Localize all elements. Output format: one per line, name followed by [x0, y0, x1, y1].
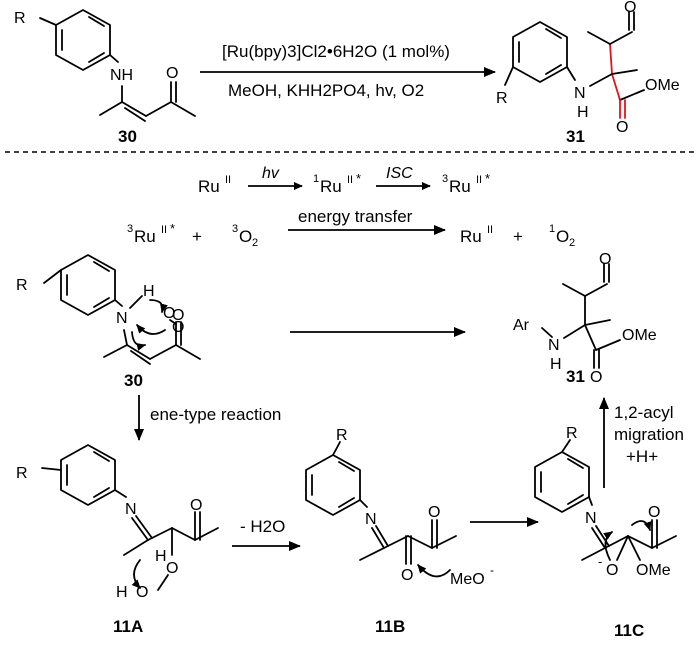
isc-label: ISC	[386, 165, 413, 182]
svg-text:O: O	[428, 504, 440, 521]
n-label-11c: N	[585, 510, 597, 527]
svg-text:O: O	[401, 567, 413, 584]
r-label-11c: R	[566, 425, 578, 442]
svg-text:2: 2	[252, 237, 258, 249]
acyl-line2: migration	[614, 425, 684, 444]
h-label-product: H	[577, 104, 589, 121]
svg-text:II: II	[487, 224, 493, 236]
svg-text:+: +	[192, 227, 202, 246]
svg-text:II: II	[347, 174, 353, 186]
ru-singlet: Ru	[320, 177, 342, 196]
r-label: R	[14, 10, 26, 27]
h-label-11a: H	[155, 548, 167, 565]
ome-label-31b: OMe	[622, 327, 657, 344]
photophysics-row1: Ru II hv 1 Ru II * ISC 3 Ru II *	[198, 165, 490, 196]
o-ester-product: O	[616, 119, 628, 136]
svg-text:3: 3	[442, 173, 448, 185]
svg-text:II: II	[161, 224, 167, 236]
svg-text:*: *	[170, 221, 175, 236]
svg-text:O: O	[590, 369, 602, 386]
ene-label: ene-type reaction	[150, 405, 281, 424]
compound-11c-label: 11C	[614, 621, 644, 640]
nh-label: NH	[110, 67, 133, 84]
svg-text:*: *	[485, 171, 490, 186]
minus-h2o-label: - H2O	[240, 517, 285, 536]
n-label-11b: N	[365, 511, 377, 528]
ome-label-11c: OMe	[636, 562, 671, 579]
svg-text:O: O	[166, 560, 178, 577]
svg-text:O: O	[190, 497, 202, 514]
svg-text:O: O	[648, 504, 660, 521]
acyl-line1: 1,2-acyl	[614, 403, 674, 422]
acyl-line3: +H+	[626, 447, 658, 466]
product-31-top: R N H O OMe O 31	[496, 0, 680, 146]
ar-label: Ar	[513, 317, 530, 334]
h-label-31b: H	[550, 356, 562, 373]
substrate-30-top: R NH O 30	[14, 9, 196, 146]
compound-31-label: 31	[566, 127, 585, 146]
triplet-oxygen: O	[239, 227, 252, 246]
ru-ground-2: Ru	[460, 227, 482, 246]
r-label-product: R	[496, 90, 508, 107]
intermediate-11a: R N O H O O H 11A	[16, 444, 219, 636]
svg-text:*: *	[356, 171, 361, 186]
energy-transfer-label: energy transfer	[298, 207, 413, 226]
h-label-30b: H	[143, 283, 155, 300]
product-31-mechanism: Ar N H O OMe O 31	[513, 251, 657, 386]
r-label-30b: R	[16, 277, 28, 294]
svg-text:II: II	[225, 174, 231, 186]
n-label-31b: N	[548, 337, 560, 354]
o-acetyl-product: O	[624, 0, 636, 16]
n-label-product: N	[574, 85, 586, 102]
svg-text:O: O	[599, 251, 611, 268]
svg-text:-: -	[490, 563, 494, 577]
o-label: O	[166, 65, 178, 82]
svg-text:O: O	[172, 307, 184, 324]
svg-text:1: 1	[313, 173, 319, 185]
compound-11a-label: 11A	[113, 617, 143, 636]
svg-text:3: 3	[127, 223, 133, 235]
intermediate-11c: R N O O - OMe 11C	[534, 425, 677, 640]
meo-label: MeO	[450, 571, 485, 588]
svg-text:2: 2	[569, 237, 575, 249]
compound-30-label-2: 30	[124, 371, 143, 390]
svg-text:3: 3	[232, 223, 238, 235]
n-label-11a: N	[125, 501, 137, 518]
n-label-30b: N	[116, 310, 128, 327]
conditions-line1: [Ru(bpy)3]Cl2•6H2O (1 mol%)	[222, 42, 450, 61]
hv-label: hv	[262, 165, 280, 182]
compound-11b-label: 11B	[375, 617, 405, 636]
svg-text:-: -	[598, 554, 602, 569]
svg-text:O: O	[606, 562, 618, 579]
compound-31-label-2: 31	[566, 367, 585, 386]
singlet-oxygen: O	[556, 227, 569, 246]
svg-text:+: +	[513, 227, 523, 246]
svg-text:II: II	[476, 174, 482, 186]
intermediate-11b: R N O O MeO - 11B	[305, 427, 494, 636]
ho-label: H	[116, 584, 128, 601]
ome-label-product: OMe	[645, 77, 680, 94]
photophysics-row2: 3 Ru II * + 3 O 2 energy transfer Ru II …	[127, 207, 575, 249]
ru-triplet: Ru	[449, 177, 471, 196]
svg-text:1: 1	[549, 223, 555, 235]
conditions-line2: MeOH, KHH2PO4, hv, O2	[228, 81, 424, 100]
compound-30-label: 30	[118, 127, 137, 146]
r-label-11b: R	[336, 427, 348, 444]
ru-triplet-2: Ru	[134, 227, 156, 246]
ru-ground: Ru	[198, 177, 220, 196]
substrate-30-mechanism: R N H O O O 30	[16, 254, 201, 390]
r-label-11a: R	[16, 465, 28, 482]
